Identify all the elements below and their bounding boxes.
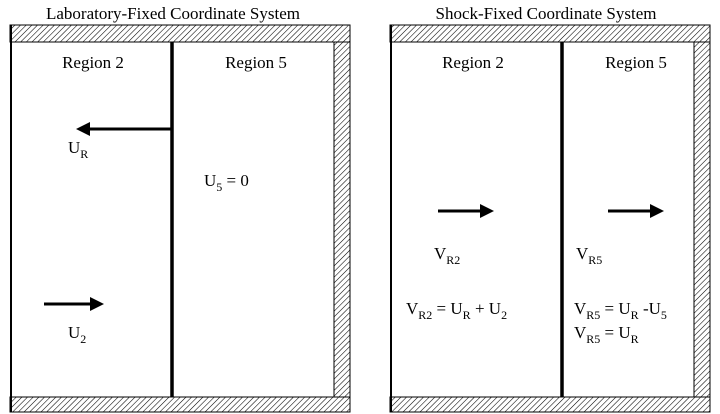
left-left-wall: [10, 25, 12, 412]
right-panel: Shock-Fixed Coordinate System Region 2 R…: [389, 4, 711, 413]
u2-arrowhead: [90, 297, 104, 311]
left-right-wall: [333, 41, 351, 398]
right-right-wall: [693, 41, 711, 398]
left-panel: Laboratory-Fixed Coordinate System Regio…: [9, 4, 351, 413]
vr5-label: VR5: [576, 244, 602, 267]
right-panel-title: Shock-Fixed Coordinate System: [436, 4, 657, 23]
vr2-label: VR2: [434, 244, 460, 267]
ur-arrowhead: [76, 122, 90, 136]
vr2-arrowhead: [480, 204, 494, 218]
right-top-wall: [389, 24, 711, 43]
left-top-wall: [9, 24, 351, 43]
right-bottom-wall: [389, 396, 711, 413]
right-left-wall: [390, 25, 392, 412]
u5-zero-label: U5 = 0: [204, 171, 249, 194]
u2-label: U2: [68, 323, 86, 346]
right-region-2-label: Region 2: [442, 53, 504, 72]
vr2-equation: VR2 = UR + U2: [406, 299, 507, 322]
left-panel-title: Laboratory-Fixed Coordinate System: [46, 4, 300, 23]
left-region-2-label: Region 2: [62, 53, 124, 72]
left-bottom-wall: [9, 396, 351, 413]
ur-label: UR: [68, 138, 88, 161]
left-region-5-label: Region 5: [225, 53, 287, 72]
right-region-5-label: Region 5: [605, 53, 667, 72]
vr5-arrowhead: [650, 204, 664, 218]
vr5-equation-1: VR5 = UR -U5: [574, 299, 667, 322]
vr5-equation-2: VR5 = UR: [574, 323, 639, 346]
